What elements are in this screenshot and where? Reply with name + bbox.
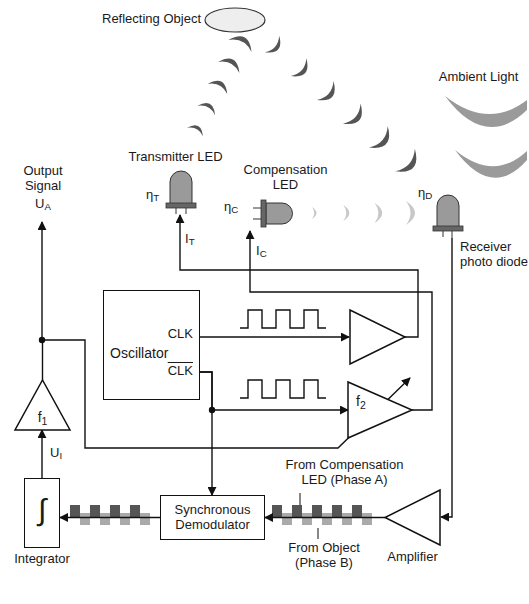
leader-line [300,493,301,505]
clock-pin: CLK [168,364,193,379]
current-symbol: IT [185,232,207,247]
part-name: Compensation LED [238,163,333,193]
gain-amplifier: f2 [348,382,412,438]
pulse-square [332,505,342,517]
wave-arc [343,205,349,221]
receiver-wire [441,238,452,517]
pulse-square [292,505,302,517]
reflecting-object [205,8,265,32]
ambient-light-ray [445,96,527,127]
block-name: Integrator [14,552,70,567]
ambient-label: Ambient Light [430,70,527,85]
driver-amplifier [350,310,405,364]
signal-connector [200,372,212,495]
pulse-square [272,505,282,517]
output-wire [41,222,42,340]
triangle-outline [385,490,440,545]
block-name: Amplifier [387,550,438,565]
clock-wire [200,336,349,337]
signal-connector [41,430,42,478]
wave-arc [228,31,256,52]
wave-arc [369,126,396,154]
receiver-photodiode [433,195,463,238]
wave-arc [375,203,383,223]
pulse-square [362,513,372,525]
triangle-outline [15,380,70,430]
pulse-square [130,505,140,517]
object-label: Reflecting Object [95,12,201,27]
clock-pin: CLK [168,327,193,342]
integrator-box: ∫Integrator [24,478,60,548]
pulse-square [80,513,90,525]
pulse-square [352,505,362,517]
wave-arc [187,122,206,136]
wave-arc [197,99,218,115]
wave-arc [406,201,415,225]
pulse-square [302,513,312,525]
gain-factor: f2 [356,393,366,409]
triangle-outline [385,490,440,545]
transmitter-led [166,171,196,214]
pulse-square [342,513,352,525]
wave-arc [395,149,423,179]
signal-connector [265,517,385,518]
wave-arc [291,58,313,82]
pulse-square [312,505,322,517]
clock-waveform [240,310,326,328]
current-symbol: IC [256,244,278,259]
pulse-square [110,505,120,517]
signal-amplifier: Amplifier [385,490,440,545]
phase-note: From Compensation LED (Phase A) [282,458,407,488]
wave-arc [312,207,317,219]
light-waves [187,31,423,225]
pulse-square [140,513,150,525]
phase-note: From Object (Phase B) [278,541,370,571]
pulse-square [282,513,292,525]
pulse-square [120,513,130,525]
wave-arc [218,54,243,73]
leader-line [318,528,319,539]
triangle-outline [348,382,412,438]
signal-name: Output Signal [8,164,78,194]
wave-arc [317,81,341,106]
signal-connector [60,517,160,518]
pulse-square [100,513,110,525]
pulse-square [90,505,100,517]
oscillator-box: CLKOscillatorCLK [103,290,200,400]
pulse-square [70,505,80,517]
integral-symbol: ∫ [25,493,59,528]
efficiency-symbol: ηD [418,186,440,201]
efficiency-symbol: ηT [146,188,168,203]
part-name: Transmitter LED [118,150,233,165]
ambient-light-ray [455,150,527,178]
wave-arc [208,77,231,95]
efficiency-symbol: ηC [224,200,248,215]
pulse-square [322,513,332,525]
compensation-led [253,200,293,227]
triangle-outline [348,382,412,438]
gain-amplifier: f1 [15,380,70,430]
demodulator-box: Synchronous Demodulator [160,495,265,540]
signal-connector [200,372,348,410]
clock-waveform [240,380,326,398]
signal-symbol: UI [50,446,74,461]
transmitter-current-wire [180,215,418,337]
block-name: Oscillator [110,345,168,361]
wave-arc [265,36,286,58]
block-name: Synchronous Demodulator [167,503,258,533]
gain-factor: f1 [15,409,70,425]
part-name: Receiver photo diode [460,240,528,270]
signal-symbol: UA [28,197,58,212]
wave-arc [343,104,368,131]
